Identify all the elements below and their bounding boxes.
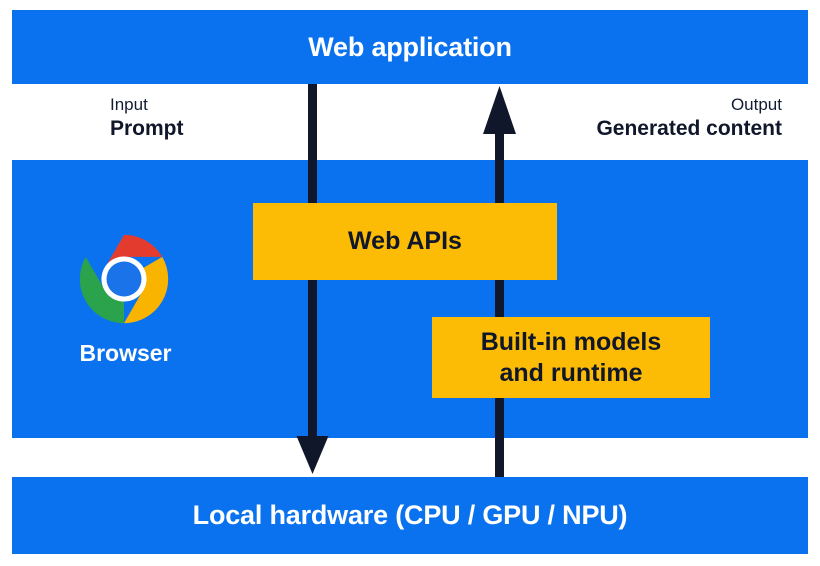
chrome-logo-icon [78,233,170,325]
arrow-up-icon [476,86,522,478]
input-value-label: Prompt [110,116,184,140]
band-web-application: Web application [12,10,808,84]
card-builtin-models-line2: and runtime [499,358,643,387]
input-label-group: Input Prompt [110,94,184,143]
card-builtin-models-line1: Built-in models [480,327,662,356]
output-label-group: Output Generated content [596,94,782,143]
input-kind-label: Input [110,95,148,114]
band-local-hardware-label: Local hardware (CPU / GPU / NPU) [192,500,628,530]
output-kind-label: Output [730,95,782,114]
card-web-apis-label: Web APIs [348,227,462,255]
band-local-hardware: Local hardware (CPU / GPU / NPU) [12,477,808,554]
band-web-application-label: Web application [308,31,512,62]
browser-caption-label: Browser [79,340,172,366]
output-value-label: Generated content [596,116,782,140]
card-builtin-models[interactable]: Built-in models and runtime [432,317,710,398]
card-web-apis[interactable]: Web APIs [253,203,557,280]
card-builtin-models-label: Built-in models and runtime [481,327,662,389]
